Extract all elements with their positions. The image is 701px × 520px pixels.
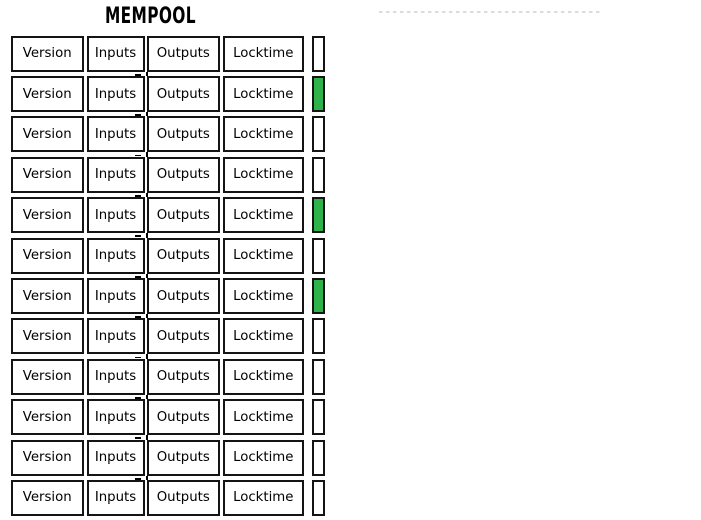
locktime-cell: Locktime: [222, 35, 304, 72]
row-connector-dash: [135, 356, 141, 359]
row-connector-dash: [135, 235, 141, 238]
outputs-cell: Outputs: [146, 278, 220, 315]
version-cell: Version: [10, 439, 84, 476]
inputs-cell: Inputs: [86, 479, 145, 516]
locktime-cell: Locktime: [222, 318, 304, 355]
locktime-cell: Locktime: [222, 479, 304, 516]
version-cell: Version: [10, 35, 84, 72]
inputs-cell: Inputs: [86, 116, 145, 153]
version-cell: Version: [10, 318, 84, 355]
transaction-row: Version Inputs Outputs Locktime: [10, 192, 325, 234]
outputs-cell: Outputs: [146, 318, 220, 355]
locktime-cell: Locktime: [222, 76, 304, 113]
status-indicator: [311, 318, 325, 355]
row-connector-dash: [135, 73, 141, 76]
row-connector-tick: [146, 314, 148, 319]
mempool-rows: Version Inputs Outputs Locktime Version …: [10, 35, 325, 520]
locktime-cell: Locktime: [222, 358, 304, 395]
version-cell: Version: [10, 237, 84, 274]
row-connector-tick: [146, 112, 148, 117]
row-connector-dash: [135, 477, 141, 480]
row-connector-tick: [146, 71, 148, 77]
version-cell: Version: [10, 358, 84, 395]
outputs-cell: Outputs: [146, 35, 220, 72]
row-connector-dash: [135, 154, 141, 157]
version-cell: Version: [10, 156, 84, 193]
transaction-row: Version Inputs Outputs Locktime: [10, 152, 325, 193]
inputs-cell: Inputs: [86, 318, 145, 355]
row-connector-tick: [146, 435, 148, 440]
transaction-row: Version Inputs Outputs Locktime: [10, 354, 325, 395]
row-connector-tick: [146, 394, 148, 400]
row-connector-tick: [146, 354, 148, 359]
status-indicator: [311, 156, 325, 193]
transaction-row: Version Inputs Outputs Locktime: [10, 71, 325, 113]
transaction-row: Version Inputs Outputs Locktime: [10, 394, 325, 436]
inputs-cell: Inputs: [86, 278, 145, 315]
locktime-cell: Locktime: [222, 116, 304, 153]
status-indicator: [311, 479, 325, 516]
outputs-cell: Outputs: [146, 399, 220, 436]
outputs-cell: Outputs: [146, 439, 220, 476]
status-indicator: [311, 278, 325, 315]
locktime-cell: Locktime: [222, 439, 304, 476]
inputs-cell: Inputs: [86, 76, 145, 113]
transaction-row: Version Inputs Outputs Locktime: [10, 314, 325, 355]
inputs-cell: Inputs: [86, 358, 145, 395]
version-cell: Version: [10, 278, 84, 315]
outputs-cell: Outputs: [146, 237, 220, 274]
transaction-row: Version Inputs Outputs Locktime: [10, 475, 325, 516]
row-connector-dash: [135, 316, 141, 319]
outputs-cell: Outputs: [146, 76, 220, 113]
transaction-row: Version Inputs Outputs Locktime: [10, 435, 325, 476]
inputs-cell: Inputs: [86, 399, 145, 436]
row-connector-dash: [135, 114, 141, 117]
transaction-row: Version Inputs Outputs Locktime: [10, 233, 325, 274]
outputs-cell: Outputs: [146, 197, 220, 234]
outputs-cell: Outputs: [146, 479, 220, 516]
row-connector-tick: [146, 192, 148, 198]
version-cell: Version: [10, 116, 84, 153]
transaction-row: Version Inputs Outputs Locktime: [10, 112, 325, 153]
status-indicator: [311, 439, 325, 476]
inputs-cell: Inputs: [86, 35, 145, 72]
row-connector-dash: [135, 195, 141, 197]
transaction-row: Version Inputs Outputs Locktime: [10, 273, 325, 315]
row-connector-dash: [135, 275, 141, 278]
row-connector-dash: [135, 437, 141, 440]
row-connector-tick: [146, 273, 148, 279]
status-indicator: [311, 35, 325, 72]
row-connector-tick: [146, 475, 148, 480]
outputs-cell: Outputs: [146, 116, 220, 153]
row-connector-dash: [135, 397, 141, 399]
locktime-cell: Locktime: [222, 197, 304, 234]
version-cell: Version: [10, 197, 84, 234]
status-indicator: [311, 399, 325, 436]
locktime-cell: Locktime: [222, 399, 304, 436]
outputs-cell: Outputs: [146, 358, 220, 395]
locktime-cell: Locktime: [222, 278, 304, 315]
status-indicator: [311, 116, 325, 153]
locktime-cell: Locktime: [222, 237, 304, 274]
row-connector-tick: [146, 152, 148, 157]
inputs-cell: Inputs: [86, 197, 145, 234]
outputs-cell: Outputs: [146, 156, 220, 193]
version-cell: Version: [10, 76, 84, 113]
mempool-title: MEMPOOL: [105, 4, 196, 29]
version-cell: Version: [10, 479, 84, 516]
status-indicator: [311, 358, 325, 395]
status-indicator: [311, 197, 325, 234]
inputs-cell: Inputs: [86, 237, 145, 274]
status-indicator: [311, 76, 325, 113]
inputs-cell: Inputs: [86, 439, 145, 476]
locktime-cell: Locktime: [222, 156, 304, 193]
transaction-row: Version Inputs Outputs Locktime: [10, 35, 325, 72]
inputs-cell: Inputs: [86, 156, 145, 193]
version-cell: Version: [10, 399, 84, 436]
row-connector-tick: [146, 233, 148, 238]
dashed-divider-line: [379, 11, 602, 13]
status-indicator: [311, 237, 325, 274]
